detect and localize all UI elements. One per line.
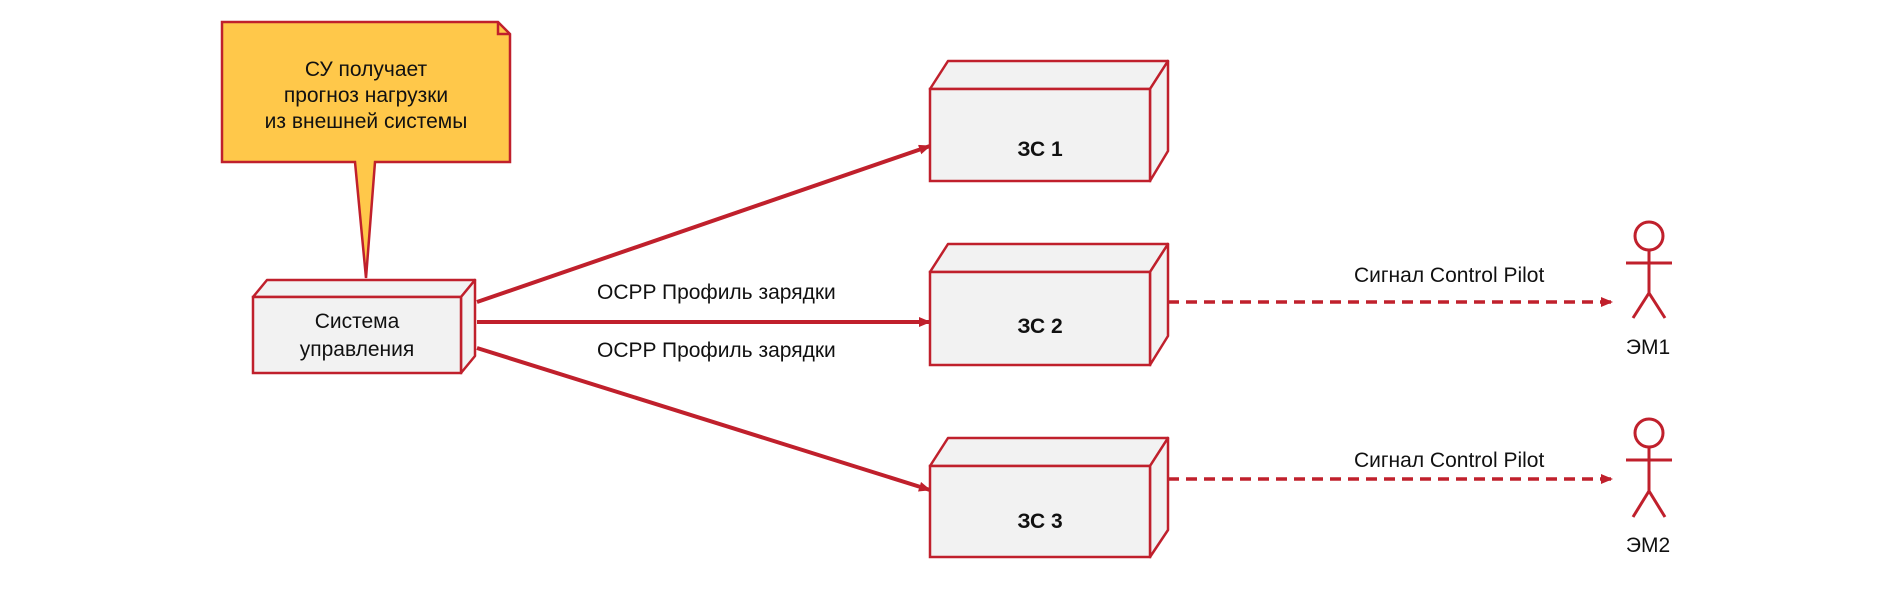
actor-em1-right-leg	[1647, 292, 1667, 319]
note-callout-shape	[220, 20, 512, 279]
actor-em1-head	[1633, 220, 1665, 252]
station-2-front-face	[928, 270, 1152, 367]
control-system-top-face	[251, 278, 477, 299]
actor-em2-right-leg	[1647, 490, 1667, 518]
signal-label-2: Сигнал Control Pilot	[1354, 449, 1544, 472]
actor-em1-left-leg	[1631, 292, 1651, 319]
connection-label-2: OCPP Профиль зарядки	[597, 339, 836, 362]
station-2-top-face	[928, 242, 1170, 274]
actor-em1	[1626, 220, 1672, 319]
station-1-top-face	[928, 59, 1170, 91]
actor-em1-label: ЭМ1	[1626, 336, 1670, 359]
station-2-label: ЗС 2	[1017, 315, 1062, 338]
control-system-node: Система управления	[251, 278, 477, 375]
arrow-to-station-1	[476, 144, 931, 304]
note-text-line-3: из внешней системы	[265, 110, 468, 133]
station-1-front-face	[928, 87, 1152, 183]
station-3-front-face	[928, 464, 1152, 559]
station-3-node: ЗС 3	[928, 436, 1170, 559]
note-text-line-1: СУ получает	[305, 58, 428, 81]
note-folded-corner	[496, 22, 510, 36]
station-2-node: ЗС 2	[928, 242, 1170, 367]
control-system-label-line-2: управления	[300, 338, 415, 361]
station-1-label: ЗС 1	[1017, 138, 1063, 161]
actor-em2-label: ЭМ2	[1626, 534, 1670, 557]
station-3-top-face	[928, 436, 1170, 468]
forecast-note: СУ получает прогноз нагрузки из внешней …	[220, 20, 512, 279]
arrow-to-station-3	[476, 346, 931, 492]
actor-em2-left-leg	[1631, 490, 1651, 518]
control-system-side-face	[459, 278, 477, 375]
control-system-label-line-1: Система	[315, 310, 400, 333]
station-1-node: ЗС 1	[928, 59, 1170, 183]
connection-label-1: OCPP Профиль зарядки	[597, 281, 836, 304]
control-system-front-face	[251, 295, 463, 375]
actor-em2	[1626, 417, 1672, 518]
station-3-label: ЗС 3	[1017, 510, 1062, 533]
signal-label-1: Сигнал Control Pilot	[1354, 264, 1544, 287]
note-text-line-2: прогноз нагрузки	[284, 84, 448, 107]
actor-em2-head	[1633, 417, 1665, 449]
